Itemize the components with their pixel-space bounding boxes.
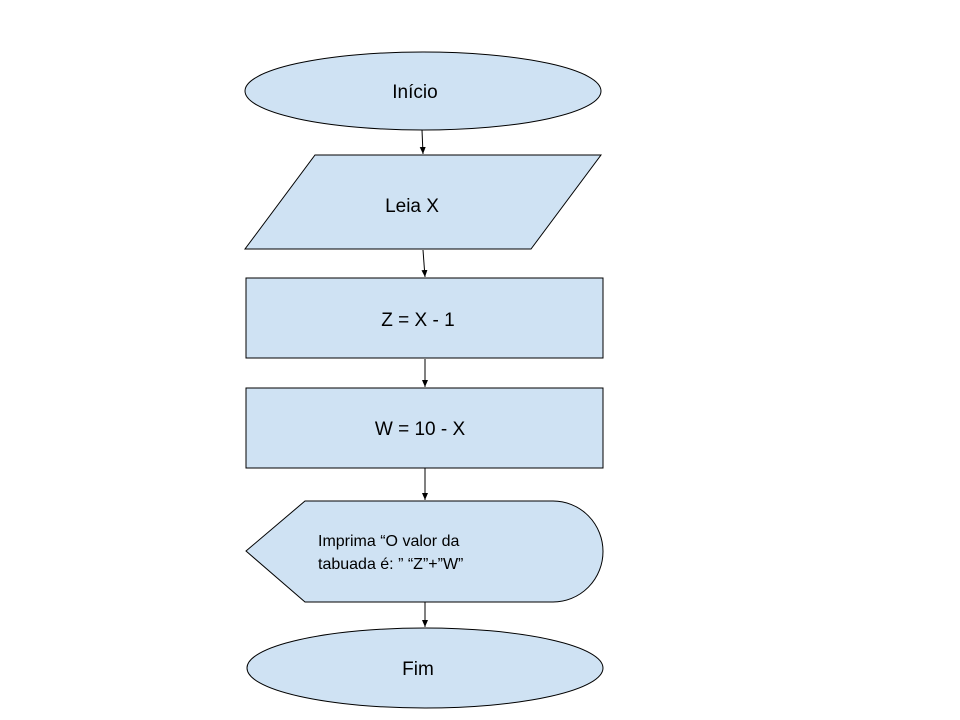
input-parallelogram: Leia X — [244, 154, 602, 250]
display-line-1: Imprima “O valor da — [318, 533, 459, 550]
process-z-label: Z = X - 1 — [381, 310, 454, 331]
end-terminal: Fim — [246, 627, 604, 709]
start-label: Início — [392, 82, 437, 103]
start-terminal: Início — [244, 51, 602, 131]
display-shape: Imprima “O valor da tabuada é: ” “Z”+”W” — [245, 500, 604, 603]
input-label: Leia X — [385, 196, 439, 217]
connector-start-to-input — [419, 129, 426, 155]
end-label: Fim — [402, 659, 434, 680]
display-line-2: tabuada é: ” “Z”+”W” — [318, 556, 463, 573]
process-z-box: Z = X - 1 — [245, 277, 604, 359]
connector-input-to-z — [421, 249, 428, 278]
process-w-box: W = 10 - X — [245, 387, 604, 469]
process-w-label: W = 10 - X — [375, 419, 466, 440]
